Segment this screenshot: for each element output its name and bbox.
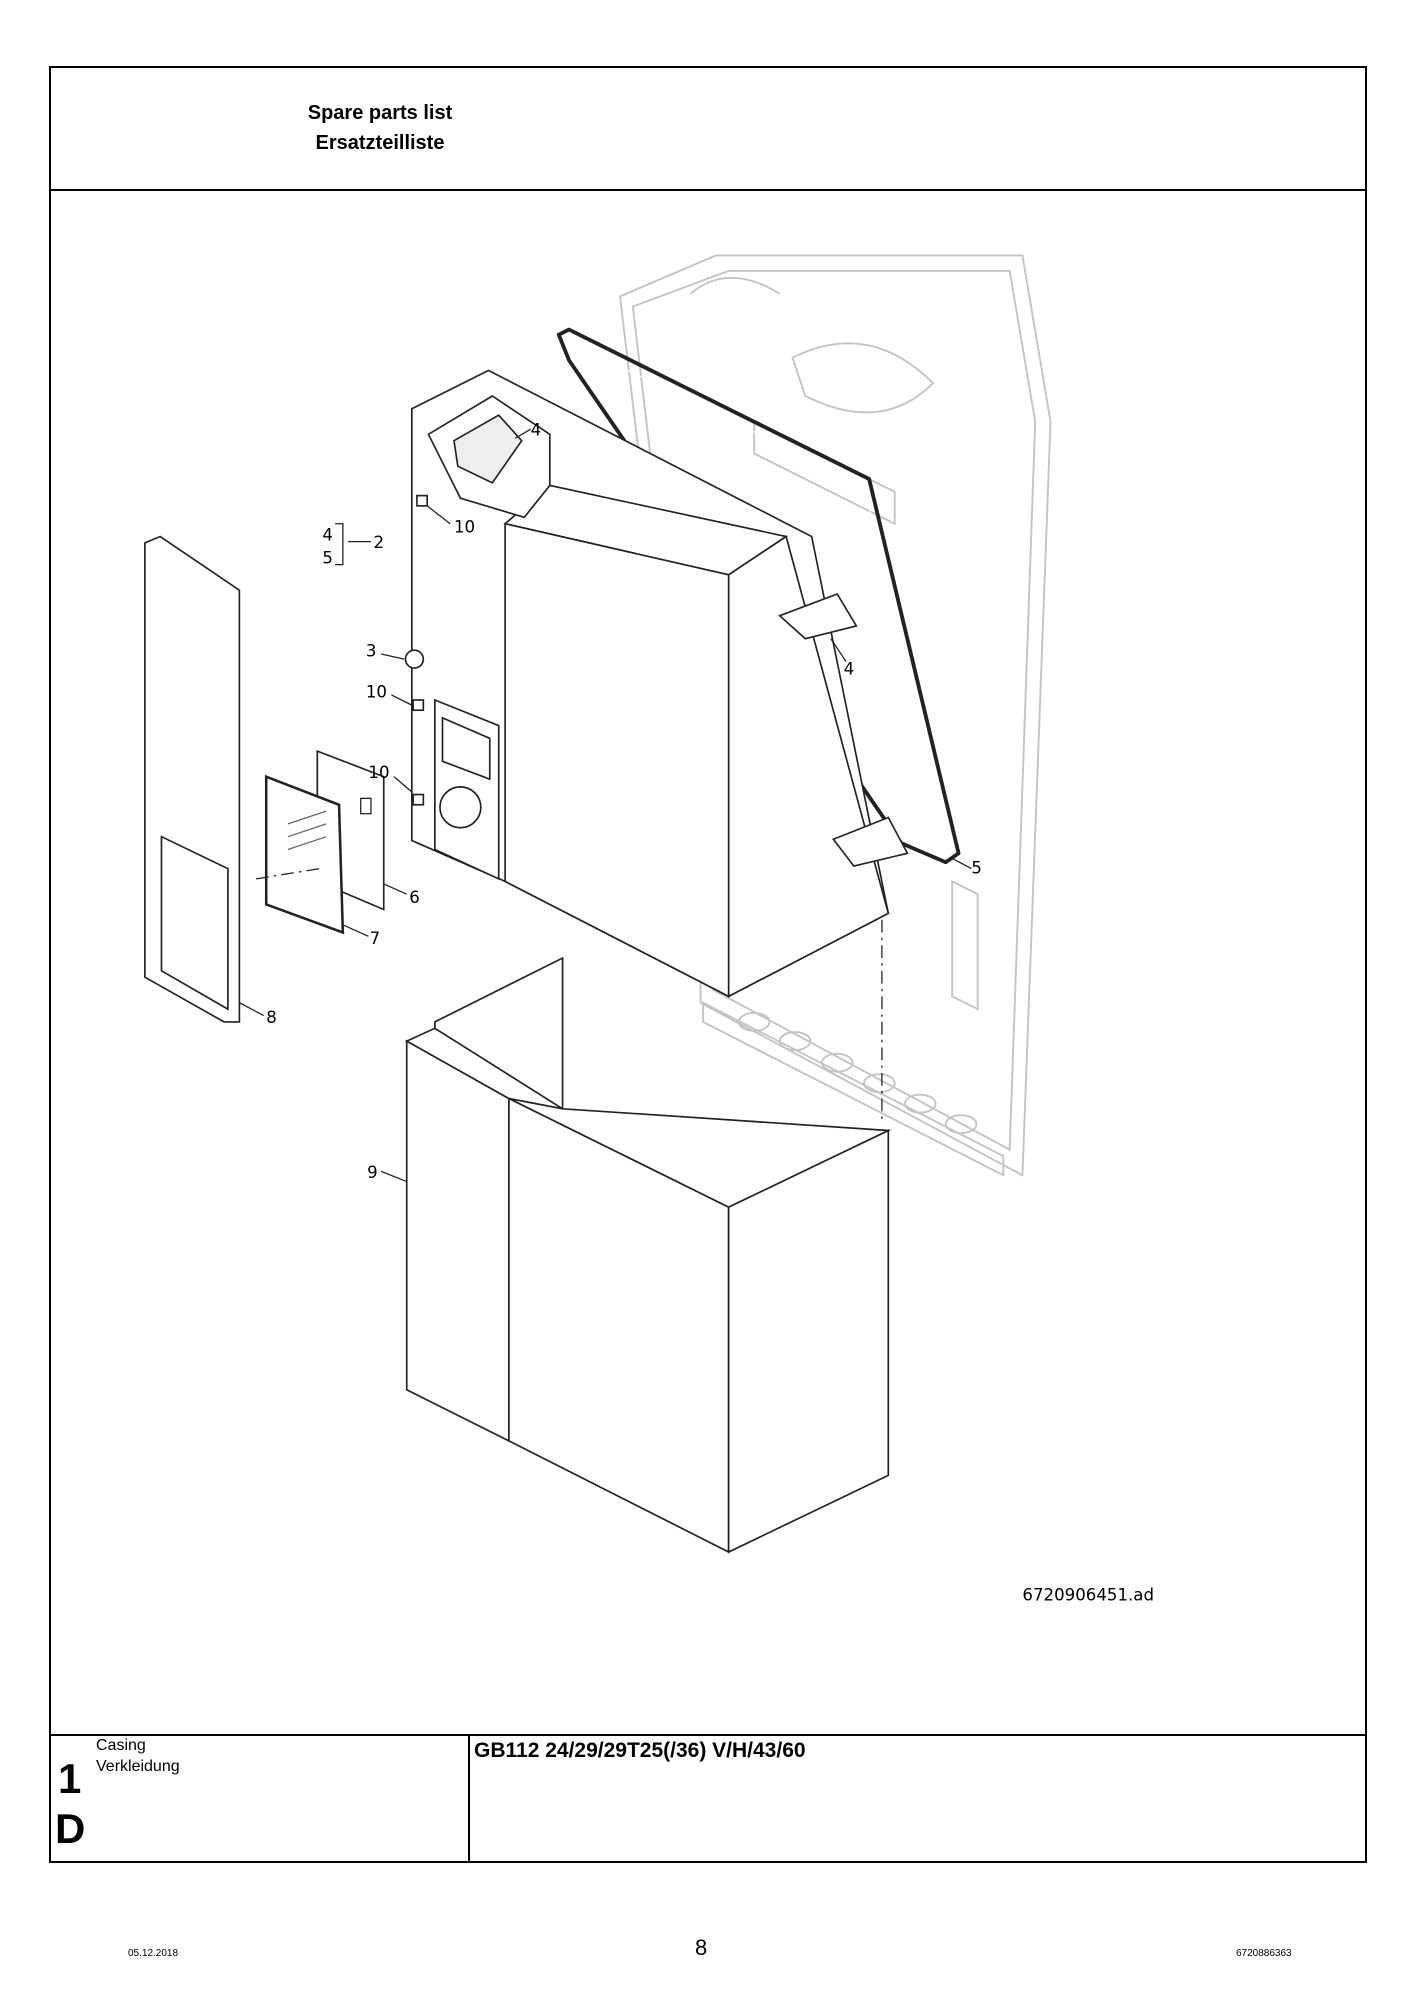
leader-lines [239, 428, 972, 1183]
callout: 9 [367, 1163, 378, 1182]
callout: 3 [366, 642, 377, 661]
callout: 10 [366, 682, 387, 701]
callout: 4 [322, 525, 333, 544]
callout: 7 [370, 929, 381, 948]
callout: 2 [374, 533, 385, 552]
front-casing [404, 369, 909, 998]
callout: 5 [971, 859, 982, 878]
model-designation: GB112 24/29/29T25(/36) V/H/43/60 [474, 1739, 806, 1762]
page-number: 8 [695, 1935, 708, 1960]
callout: 10 [368, 763, 389, 782]
header-divider [49, 189, 1367, 191]
callout-labels: 4 10 4 5 2 3 10 10 6 7 8 4 5 9 672090645… [266, 421, 1154, 1605]
print-date: 05.12.2018 [128, 1948, 179, 1959]
callout: 5 [322, 548, 333, 567]
callout: 8 [266, 1008, 277, 1027]
group-name-german: Verkleidung [96, 1758, 180, 1775]
assembly-lines [255, 867, 883, 1125]
drawing-number: 6720906451.ad [1022, 1586, 1154, 1605]
callout: 4 [844, 659, 855, 678]
group-name-english: Casing [96, 1737, 146, 1754]
footer-column-divider [468, 1734, 470, 1863]
page-frame [49, 66, 1367, 1863]
gasket-inner [563, 338, 952, 855]
document-number: 6720886363 [1236, 1948, 1292, 1959]
side-panel [144, 535, 241, 1023]
display-glass [264, 774, 345, 935]
language-code: D [55, 1805, 86, 1852]
group-number: 1 [58, 1755, 82, 1802]
title-german: Ersatzteilliste [315, 132, 445, 154]
footer-divider [49, 1734, 1367, 1736]
glass-reflection [287, 810, 327, 851]
callout: 4 [531, 421, 542, 440]
lower-casing [404, 956, 892, 1554]
title-english: Spare parts list [307, 102, 453, 124]
callout: 10 [454, 518, 475, 537]
cover-plate-slot [360, 797, 372, 815]
callout: 6 [409, 888, 420, 907]
